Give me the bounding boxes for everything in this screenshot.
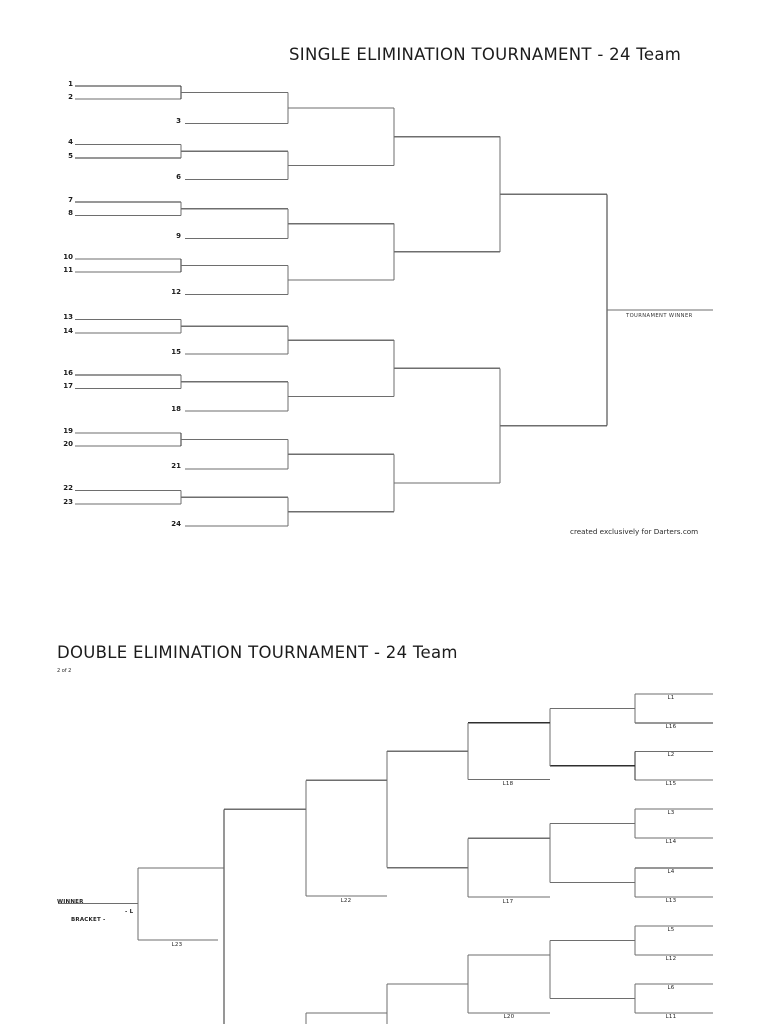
seed-label-16: 16 [63, 370, 73, 375]
seed-label-5: 5 [68, 153, 73, 158]
loser-label-l12: L12 [665, 956, 677, 962]
loser-label-l16: L16 [665, 724, 677, 730]
seed-label-11: 11 [63, 267, 73, 272]
credit-text: created exclusively for Darters.com [570, 527, 699, 536]
seed-label-20: 20 [63, 441, 73, 446]
seed-label-6: 6 [176, 174, 181, 179]
loser-label-l5: L5 [667, 927, 675, 933]
winners-bracket-lines [75, 85, 713, 527]
loser-label-l3: L3 [667, 810, 675, 816]
loser-label-l14: L14 [665, 839, 677, 845]
seed-label-8: 8 [68, 210, 73, 215]
seed-label-21: 21 [171, 463, 181, 468]
seed-label-15: 15 [171, 349, 181, 354]
losers-bracket-lines [58, 693, 713, 1024]
seed-label-18: 18 [171, 406, 181, 411]
loser-label-l18: L18 [502, 781, 514, 787]
single-elimination-title: SINGLE ELIMINATION TOURNAMENT - 24 Team [289, 45, 682, 64]
seed-label-19: 19 [63, 428, 73, 433]
seed-label-2: 2 [68, 94, 73, 99]
loser-label-l1: L1 [667, 695, 675, 701]
losers-winner-text-line3: BRACKET - [71, 917, 106, 922]
loser-label-l13: L13 [665, 898, 677, 904]
seed-label-10: 10 [63, 254, 73, 259]
seed-label-14: 14 [63, 328, 73, 333]
seed-label-7: 7 [68, 197, 73, 202]
loser-label-l11: L11 [665, 1014, 677, 1020]
loser-label-l22: L22 [340, 898, 352, 904]
seed-label-12: 12 [171, 289, 181, 294]
seed-label-4: 4 [68, 139, 73, 144]
loser-label-l2: L2 [667, 752, 675, 758]
seed-label-17: 17 [63, 383, 73, 388]
double-elimination-title: DOUBLE ELIMINATION TOURNAMENT - 24 Team [57, 643, 458, 662]
seed-label-1: 1 [68, 81, 73, 86]
seed-label-3: 3 [176, 118, 181, 123]
seed-label-22: 22 [63, 485, 73, 490]
loser-label-l4: L4 [667, 869, 675, 875]
seed-label-24: 24 [171, 521, 181, 526]
loser-label-l23: L23 [171, 942, 183, 948]
seed-label-23: 23 [63, 499, 73, 504]
loser-label-l17: L17 [502, 899, 514, 905]
loser-label-l6: L6 [667, 985, 675, 991]
seed-label-13: 13 [63, 314, 73, 319]
loser-label-l20: L20 [503, 1014, 515, 1020]
seed-label-9: 9 [176, 233, 181, 238]
page-indicator: 2 of 2 [57, 668, 72, 674]
loser-label-l15: L15 [665, 781, 677, 787]
losers-winner-text: WINNER [57, 899, 84, 904]
tournament-winner-label: TOURNAMENT WINNER [626, 313, 693, 319]
losers-winner-text-line2: - L [125, 909, 134, 914]
